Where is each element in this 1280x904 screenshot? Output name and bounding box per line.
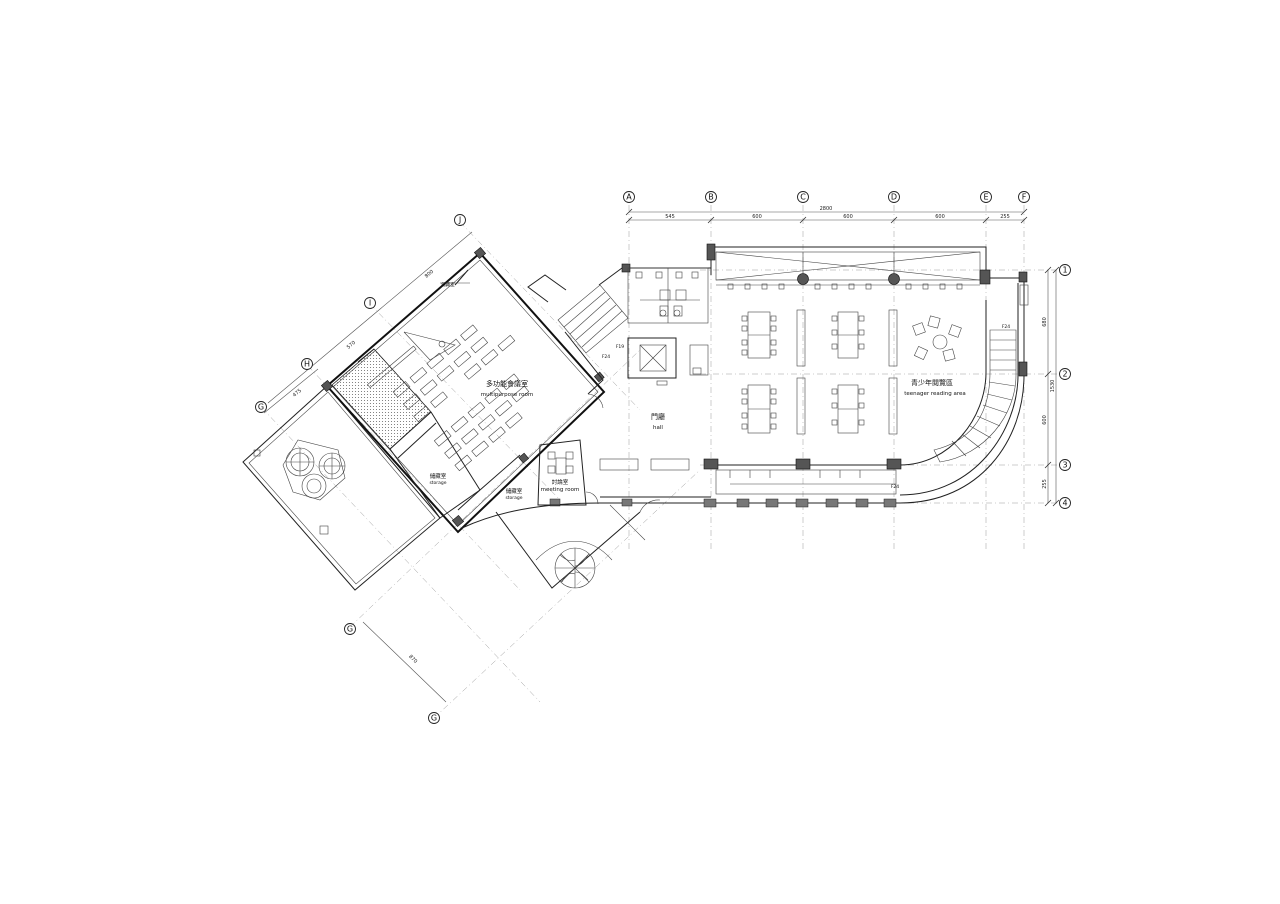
multipurpose-room-label-en: multipurpose room <box>481 392 533 398</box>
grid-bubble-a: A <box>623 191 635 203</box>
elevator-shaft <box>627 337 677 379</box>
svg-text:C: C <box>800 193 806 202</box>
storage-1-label-zh: 儲藏室 <box>430 472 447 480</box>
rotated-wing: 儲藏室 <box>242 246 606 591</box>
hall-counter-2 <box>650 458 690 471</box>
storage-1-label-en: storage <box>429 480 446 486</box>
svg-text:2: 2 <box>1062 370 1067 379</box>
hatched-void <box>331 348 432 450</box>
grid-bubble-1: 1 <box>1059 264 1071 276</box>
svg-text:B: B <box>708 193 714 202</box>
svg-text:I: I <box>369 299 371 308</box>
grid-bubble-4: 4 <box>1059 497 1071 509</box>
hall-counter-1 <box>599 458 639 471</box>
teenager-area-label-en: teenager reading area <box>904 391 966 397</box>
dim-angled-mid: 570 <box>346 340 357 351</box>
tag-elevator: F19 <box>616 344 624 350</box>
grid-lines <box>261 205 1058 719</box>
svg-text:A: A <box>626 193 632 202</box>
hall-label-en: hall <box>653 425 663 431</box>
dim-span-ef: 255 <box>1000 214 1010 220</box>
corner-room-label: 儲藏室 <box>441 281 455 288</box>
grid-bubble-j: J <box>454 214 466 226</box>
hall-label-zh: 門廳 <box>651 412 665 421</box>
svg-text:H: H <box>304 360 310 369</box>
dim-angled-lower: 870 <box>407 654 418 665</box>
main-building: F24 F24 F19 <box>461 243 1029 589</box>
tree-planter <box>282 439 346 501</box>
reading-tables <box>741 309 898 435</box>
entrance-tree-icon <box>554 547 596 589</box>
svg-text:3: 3 <box>1062 461 1067 470</box>
grid-bubbles-angled: G H I J G G <box>255 214 466 724</box>
svg-text:G: G <box>347 625 353 634</box>
dim-span-34: 255 <box>1042 479 1048 489</box>
grid-bubble-b: B <box>705 191 717 203</box>
meeting-room-label-en: meeting room <box>541 487 580 493</box>
dim-span-23: 600 <box>1042 415 1048 425</box>
dim-angled-left: 475 <box>292 388 303 399</box>
tag-f24-core-stair: F24 <box>602 354 610 360</box>
grid-bubble-g-lower-1: G <box>344 623 356 635</box>
svg-text:J: J <box>458 216 461 225</box>
grid-bubble-c: C <box>797 191 809 203</box>
grid-bubble-g-lower-2: G <box>428 712 440 724</box>
lounge-seating <box>912 315 962 362</box>
stair-core <box>557 284 629 354</box>
angled-dimension-chain: 800 570 475 870 <box>263 231 473 703</box>
meeting-room-walls <box>537 439 587 506</box>
svg-text:1: 1 <box>1062 266 1067 275</box>
grid-bubble-2: 2 <box>1059 368 1071 380</box>
grid-bubble-g: G <box>255 401 267 413</box>
grid-bubble-i: I <box>364 297 376 309</box>
teenager-area-label-zh: 青少年閱覽區 <box>911 378 953 387</box>
dim-span-12: 680 <box>1042 317 1048 327</box>
top-dimension-chain: 2800 545 600 600 600 255 <box>625 206 1028 224</box>
grid-bubble-h: H <box>301 358 313 370</box>
svg-text:D: D <box>891 193 897 202</box>
grid-bubbles-right: 1 2 3 4 <box>1059 264 1071 509</box>
dim-span-bc: 600 <box>752 214 762 220</box>
right-dimension-chain: 680 600 255 1530 <box>1042 266 1060 507</box>
dim-total-top: 2800 <box>820 206 833 212</box>
grid-bubble-f: F <box>1018 191 1030 203</box>
tree-icon <box>285 447 346 499</box>
grid-bubble-e: E <box>980 191 992 203</box>
dim-total-right: 1530 <box>1050 380 1056 393</box>
grid-bubble-d: D <box>888 191 900 203</box>
tag-f24-corridor: F24 <box>891 484 899 490</box>
grid-bubble-3: 3 <box>1059 459 1071 471</box>
dim-span-ab: 545 <box>665 214 675 220</box>
tag-f24-right-stair: F24 <box>1002 324 1010 330</box>
storage-2-label-en: storage <box>505 495 522 501</box>
multipurpose-room-label-zh: 多功能會議室 <box>486 379 528 388</box>
dim-angled-top: 800 <box>424 269 435 280</box>
storage-2-label-zh: 儲藏室 <box>506 487 523 495</box>
svg-text:G: G <box>431 714 437 723</box>
svg-text:E: E <box>983 193 988 202</box>
room-labels: 多功能會議室 multipurpose room 門廳 hall 討論室 mee… <box>429 378 965 501</box>
svg-text:F: F <box>1022 193 1027 202</box>
svg-text:G: G <box>258 403 264 412</box>
dim-span-de: 600 <box>935 214 945 220</box>
curved-stair <box>933 329 1017 463</box>
grid-bubbles-top: A B C D E F <box>623 191 1030 203</box>
meeting-room-label-zh: 討論室 <box>552 478 569 486</box>
svg-text:4: 4 <box>1062 499 1067 508</box>
dim-span-cd: 600 <box>843 214 853 220</box>
